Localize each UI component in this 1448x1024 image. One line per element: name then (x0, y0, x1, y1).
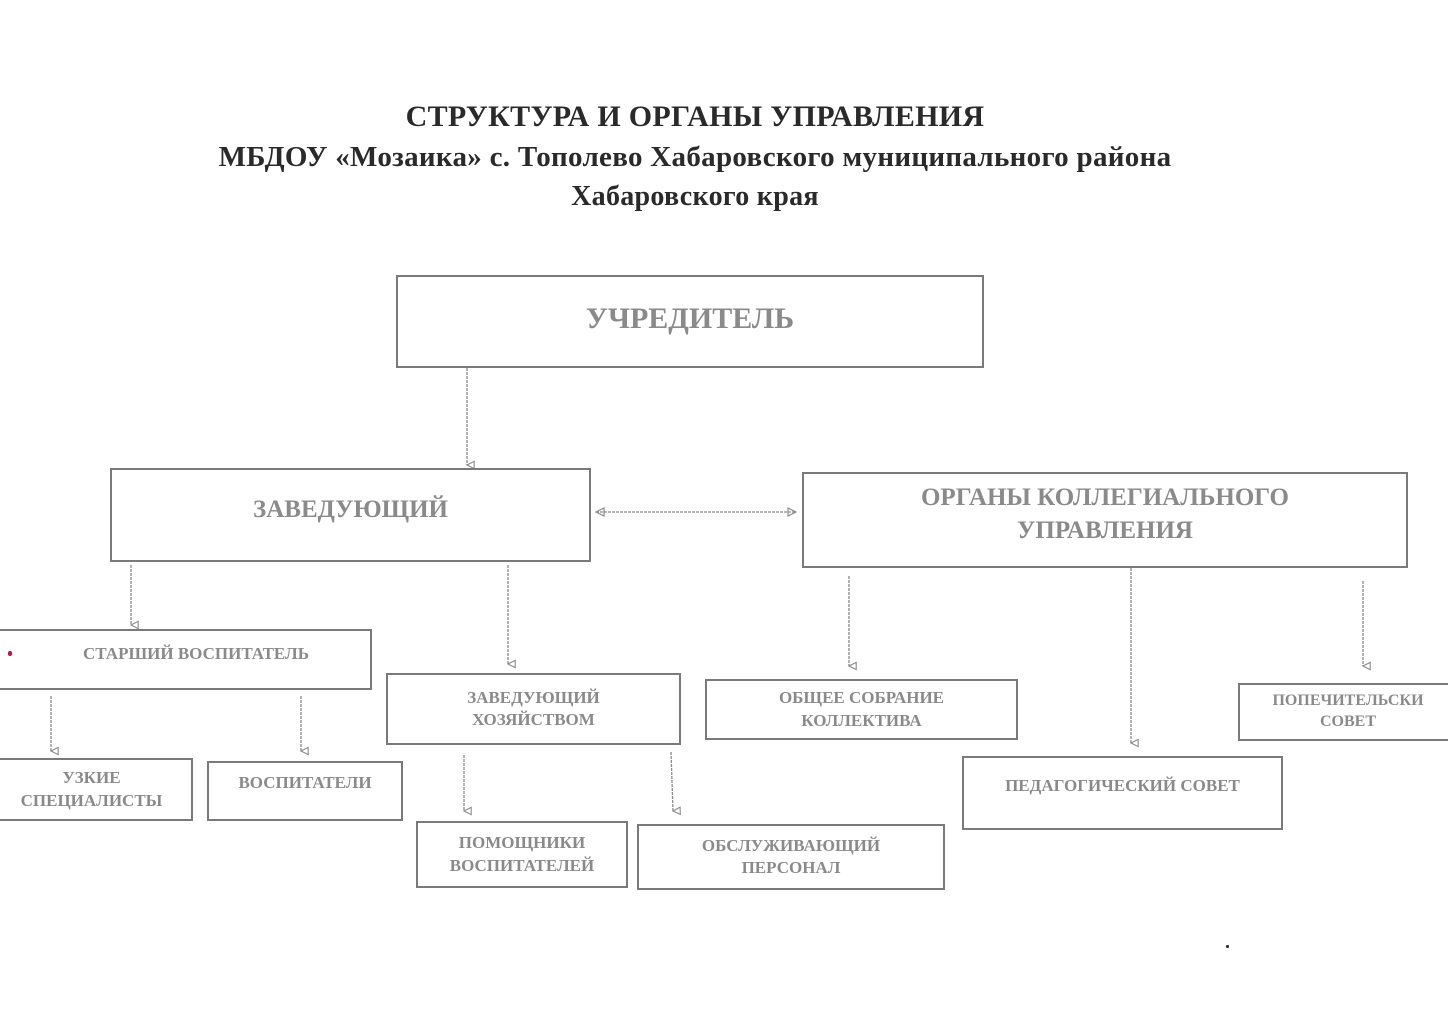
node-board-of-trustees: ПОПЕЧИТЕЛЬСКИ СОВЕТ (1238, 683, 1448, 741)
node-assembly-label-line-1: ОБЩЕЕ СОБРАНИЕ (778, 688, 945, 708)
node-specialists-label-line-2: СПЕЦИАЛИСТЫ (20, 790, 163, 810)
node-teachers: ВОСПИТАТЕЛИ (207, 761, 403, 821)
node-collegial-label-line-2: УПРАВЛЕНИЯ (1017, 516, 1193, 544)
node-household-head: ЗАВЕДУЮЩИЙ ХОЗЯЙСТВОМ (386, 673, 681, 745)
node-service-label-line-2: ПЕРСОНАЛ (741, 858, 841, 877)
node-senior-teacher-label: СТАРШИЙ ВОСПИТАТЕЛЬ (83, 644, 309, 663)
node-trustees-label-line-1: ПОПЕЧИТЕЛЬСКИ (1272, 692, 1424, 710)
node-senior-teacher: СТАРШИЙ ВОСПИТАТЕЛЬ (0, 629, 372, 690)
edge-household-service (670, 751, 673, 811)
node-pedagogical-council: ПЕДАГОГИЧЕСКИЙ СОВЕТ (962, 756, 1283, 830)
node-teachers-label: ВОСПИТАТЕЛИ (238, 773, 372, 792)
node-general-assembly: ОБЩЕЕ СОБРАНИЕ КОЛЛЕКТИВА (705, 679, 1018, 740)
title-line-2: МБДОУ «Мозаика» с. Тополево Хабаровского… (218, 141, 1172, 173)
node-specialists: УЗКИЕ СПЕЦИАЛИСТЫ (0, 758, 193, 821)
node-trustees-label-line-2: СОВЕТ (1319, 713, 1376, 730)
node-specialists-label-line-1: УЗКИЕ (62, 768, 121, 788)
node-head-label: ЗАВЕДУЮЩИЙ (253, 496, 448, 523)
node-assistants-label-line-1: ПОМОЩНИКИ (458, 833, 586, 853)
title-line-1: СТРУКТУРА И ОРГАНЫ УПРАВЛЕНИЯ (405, 100, 985, 133)
node-service-staff: ОБСЛУЖИВАЮЩИЙ ПЕРСОНАЛ (637, 824, 945, 890)
node-assistants-label-line-2: ВОСПИТАТЕЛЕЙ (449, 855, 595, 875)
node-service-label-line-1: ОБСЛУЖИВАЮЩИЙ (701, 835, 881, 855)
red-mark (8, 651, 12, 656)
title-line-3: Хабаровского края (571, 181, 819, 212)
node-collegial-label-line-1: ОРГАНЫ КОЛЛЕГИАЛЬНОГО (920, 484, 1290, 511)
node-household-label-line-2: ХОЗЯЙСТВОМ (472, 710, 595, 729)
node-founder-label: УЧРЕДИТЕЛЬ (585, 302, 795, 335)
node-assembly-label-line-2: КОЛЛЕКТИВА (801, 710, 922, 730)
node-household-label-line-1: ЗАВЕДУЮЩИЙ (467, 687, 600, 707)
node-teacher-assistants: ПОМОЩНИКИ ВОСПИТАТЕЛЕЙ (416, 821, 628, 888)
node-founder: УЧРЕДИТЕЛЬ (396, 275, 984, 368)
node-collegial-bodies: ОРГАНЫ КОЛЛЕГИАЛЬНОГО УПРАВЛЕНИЯ (802, 472, 1408, 568)
node-head: ЗАВЕДУЮЩИЙ (110, 468, 591, 562)
scan-speck (1226, 945, 1229, 948)
node-pedagogical-label: ПЕДАГОГИЧЕСКИЙ СОВЕТ (1005, 776, 1240, 795)
